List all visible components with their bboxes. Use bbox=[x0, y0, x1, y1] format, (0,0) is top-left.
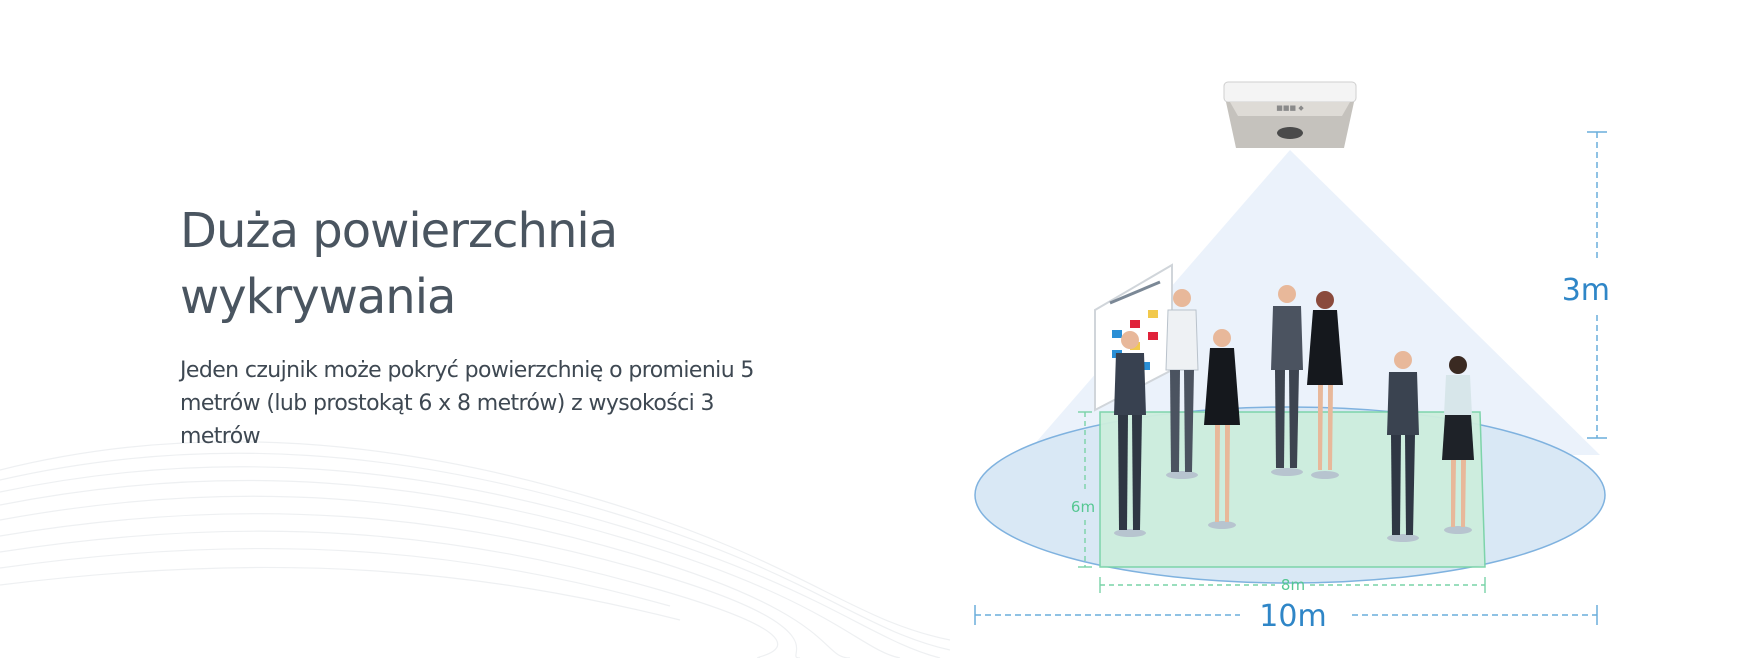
person bbox=[1387, 351, 1419, 542]
person bbox=[1204, 329, 1240, 529]
height-label: 3m bbox=[1562, 273, 1610, 308]
page-title: Duża powierzchnia wykrywania bbox=[180, 203, 618, 325]
diameter-label: 10m bbox=[1259, 599, 1326, 634]
coverage-rectangle bbox=[1099, 411, 1486, 568]
diameter-dimension bbox=[974, 605, 1598, 625]
svg-text:■■■ ◆: ■■■ ◆ bbox=[1276, 104, 1304, 112]
sensor-coverage-illustration: ■■■ ◆ bbox=[974, 81, 1610, 634]
person bbox=[1442, 356, 1474, 534]
rect-width-label: 8m bbox=[1281, 576, 1305, 594]
rect-width-dimension bbox=[1099, 577, 1486, 593]
sensor-device: ■■■ ◆ bbox=[1223, 81, 1357, 148]
person bbox=[1307, 291, 1343, 479]
people-group bbox=[1114, 285, 1474, 542]
rect-depth-dimension bbox=[1078, 411, 1092, 568]
person bbox=[1165, 289, 1199, 479]
person bbox=[1271, 285, 1303, 476]
description-text: Jeden czujnik może pokryć powierzchnię o… bbox=[180, 358, 754, 449]
rect-depth-label: 6m bbox=[1071, 498, 1095, 516]
person bbox=[1114, 331, 1146, 537]
height-dimension bbox=[1587, 131, 1607, 439]
